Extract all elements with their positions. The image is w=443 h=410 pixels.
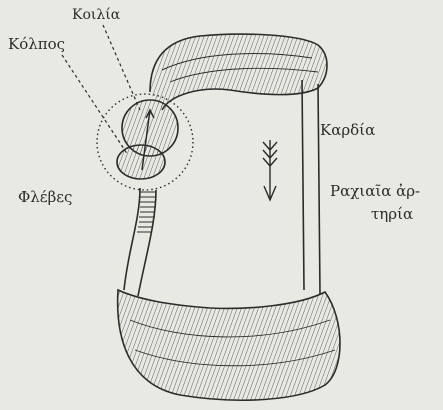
label-rachiaia-line1: Ραχιαῖα ἀρ- [330,184,420,199]
upper-vessel [150,34,327,110]
label-fleves: Φλέβες [18,190,72,205]
flow-direction-arrow [263,140,277,200]
label-rachiaia-line2: τηρία [371,207,413,222]
right-vessel [302,80,320,294]
leader-kolpos [62,55,128,155]
label-kardia: Καρδία [320,123,375,138]
left-vessel [124,188,156,296]
label-koilia: Κοιλία [72,8,120,22]
label-kolpos: Κόλπος [8,37,65,52]
leader-koilia [103,25,140,110]
auricle [117,145,165,179]
lower-vessel-mass [118,290,340,400]
